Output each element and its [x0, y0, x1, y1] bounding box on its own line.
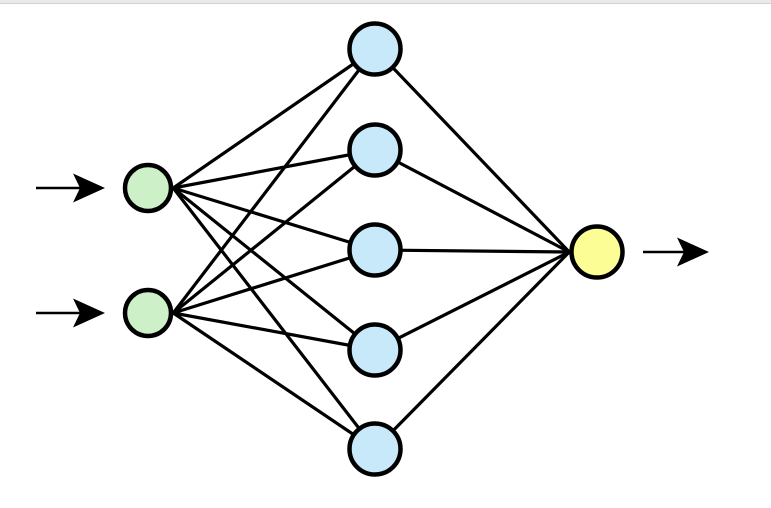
output-node-1: [569, 224, 625, 280]
input-arrow-1-head: [73, 173, 105, 203]
edge-input1-hidden2: [172, 148, 376, 190]
edge-input1-hidden5: [171, 187, 377, 450]
edge-hidden4-output: [374, 250, 570, 352]
hidden-node-5: [347, 421, 403, 477]
edge-hidden5-output: [373, 250, 571, 451]
input-node-1: [122, 162, 174, 214]
edge-hidden2-output: [374, 148, 570, 254]
edge-input2-hidden4: [172, 311, 376, 352]
edge-hidden1-output: [373, 47, 571, 254]
edge-hidden3-output: [374, 248, 570, 254]
edge-input2-hidden3: [172, 248, 376, 315]
window-top-strip: [0, 0, 771, 4]
edge-input2-hidden1: [171, 48, 377, 314]
edge-input2-hidden2: [172, 148, 377, 315]
input-node-2: [122, 287, 174, 339]
edge-input1-hidden1: [172, 47, 376, 190]
hidden-node-4: [347, 322, 403, 378]
hidden-node-3: [347, 222, 403, 278]
edge-input1-hidden3: [172, 186, 376, 252]
output-arrow-head: [677, 237, 709, 267]
hidden-node-2: [347, 122, 403, 178]
input-arrow-2-head: [73, 298, 105, 328]
edge-input2-hidden5: [172, 311, 376, 451]
edge-input1-hidden4: [172, 186, 377, 352]
hidden-node-1: [347, 21, 403, 77]
